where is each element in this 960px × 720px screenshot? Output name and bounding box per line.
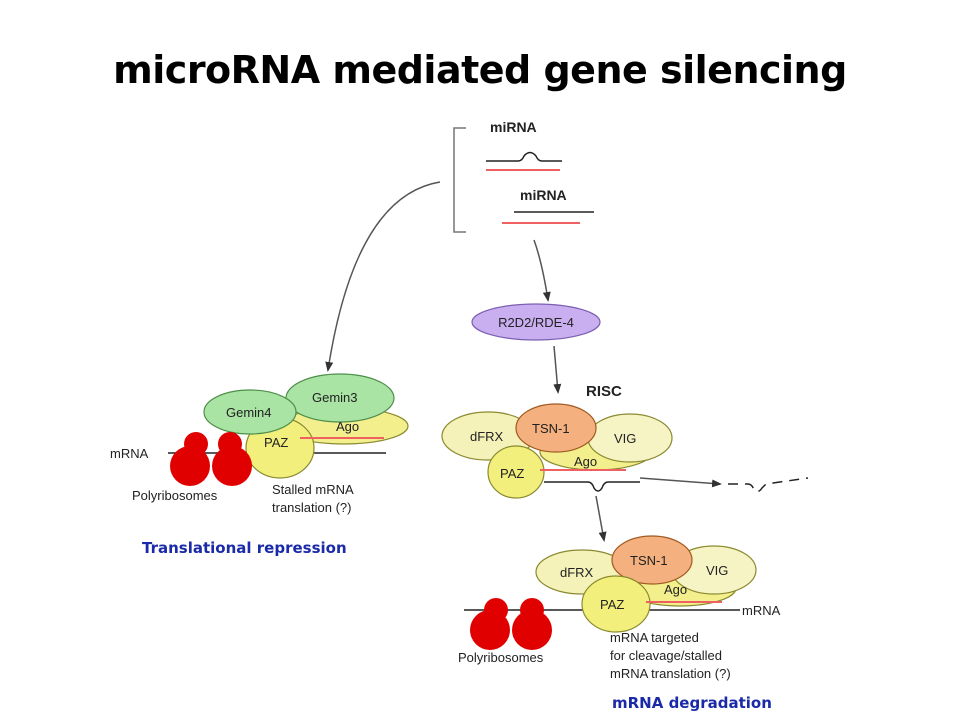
risc-complex: RISC dFRX TSN-1 VIG Ago PAZ bbox=[441, 383, 809, 499]
arrow-to-mrna-target bbox=[595, 495, 607, 542]
risc-label: RISC bbox=[586, 383, 622, 400]
right-ribosome-large-2 bbox=[512, 610, 552, 650]
risc-ago-label: Ago bbox=[574, 454, 597, 469]
left-stalled-line2: translation (?) bbox=[272, 500, 351, 515]
arrow-to-r2d2 bbox=[533, 239, 551, 302]
left-polyribosomes-label: Polyribosomes bbox=[132, 488, 218, 503]
gemin4-label: Gemin4 bbox=[226, 405, 272, 420]
mirna-label-top: miRNA bbox=[490, 119, 537, 135]
left-polyribosomes bbox=[170, 432, 252, 486]
left-ribosome-large-1 bbox=[170, 446, 210, 486]
left-stalled-line1: Stalled mRNA bbox=[272, 482, 354, 497]
left-paz-label: PAZ bbox=[264, 435, 288, 450]
risc-paz-label: PAZ bbox=[500, 466, 524, 481]
r2d2-ellipse bbox=[471, 303, 601, 341]
right-tsn1-label: TSN-1 bbox=[630, 553, 668, 568]
left-ago-label: Ago bbox=[336, 419, 359, 434]
right-dfrx-label: dFRX bbox=[560, 565, 594, 580]
page-title: microRNA mediated gene silencing bbox=[113, 48, 847, 92]
right-polyribosomes-label: Polyribosomes bbox=[458, 650, 544, 665]
right-ribosome-large-1 bbox=[470, 610, 510, 650]
mirna-label-bottom: miRNA bbox=[520, 187, 567, 203]
right-targeted-line3: mRNA translation (?) bbox=[610, 666, 731, 681]
right-ago-label: Ago bbox=[664, 582, 687, 597]
arrow-to-risc bbox=[553, 345, 562, 394]
precursor-bracket bbox=[453, 127, 466, 233]
mirna-duplex-top-strand bbox=[486, 151, 562, 162]
right-polyribosomes bbox=[470, 598, 552, 650]
risc-dfrx-label: dFRX bbox=[470, 429, 504, 444]
left-ribosome-large-2 bbox=[212, 446, 252, 486]
right-targeted-line2: for cleavage/stalled bbox=[610, 648, 722, 663]
translational-repression-complex: mRNA Gemin3 Gemin4 Ago PAZ Polyribosomes… bbox=[110, 373, 409, 557]
arrow-to-translational-repression bbox=[325, 181, 441, 372]
precursor-group: miRNA miRNA bbox=[453, 119, 594, 233]
r2d2-label: R2D2/RDE-4 bbox=[498, 315, 574, 330]
right-tsn1-ellipse bbox=[611, 535, 693, 585]
risc-tsn1-ellipse bbox=[515, 403, 597, 453]
gemin4-ellipse bbox=[203, 389, 297, 435]
risc-paz-ellipse bbox=[487, 445, 545, 499]
outcome-translational-repression: Translational repression bbox=[142, 539, 347, 557]
r2d2-complex: R2D2/RDE-4 bbox=[471, 303, 601, 341]
risc-tsn1-label: TSN-1 bbox=[532, 421, 570, 436]
arrow-to-degraded-mirna bbox=[639, 477, 722, 488]
right-mrna-label: mRNA bbox=[742, 603, 781, 618]
risc-vig-label: VIG bbox=[614, 431, 636, 446]
mrna-degradation-complex: mRNA dFRX TSN-1 VIG Ago PAZ Polyribosome… bbox=[458, 535, 781, 712]
right-vig-label: VIG bbox=[706, 563, 728, 578]
degraded-mrna-fragment bbox=[728, 477, 809, 493]
right-paz-label: PAZ bbox=[600, 597, 624, 612]
right-paz-ellipse bbox=[581, 575, 651, 633]
left-mrna-label: mRNA bbox=[110, 446, 149, 461]
risc-mrna-strand bbox=[544, 481, 640, 492]
gemin3-label: Gemin3 bbox=[312, 390, 358, 405]
right-targeted-line1: mRNA targeted bbox=[610, 630, 699, 645]
outcome-mrna-degradation: mRNA degradation bbox=[612, 694, 772, 712]
